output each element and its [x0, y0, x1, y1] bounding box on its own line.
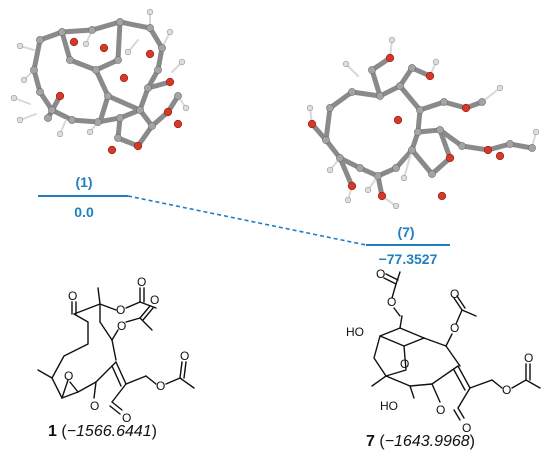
- atom-ho-bottom: HO: [380, 399, 398, 413]
- energy-level-1-value: 0.0: [74, 204, 94, 220]
- caption-1-energy: −1566.6441: [67, 423, 152, 440]
- atom-o-lactone-ring-7: O: [436, 403, 445, 417]
- caption-7-number: 7: [366, 433, 375, 450]
- structure-2d-compound-7: HO O HO O O O O O O O O: [346, 267, 541, 435]
- energy-level-1-label: (1): [75, 174, 92, 190]
- atom-o-ester-c7: O: [502, 383, 511, 397]
- atom-o-ester-top: O: [387, 295, 396, 309]
- caption-1-open: (: [57, 423, 67, 440]
- atom-o-carbonyl-a: O: [137, 275, 146, 289]
- caption-1-close: ): [152, 423, 157, 440]
- caption-1-number: 1: [48, 423, 57, 440]
- caption-compound-1: 1 (−1566.6441): [48, 423, 157, 440]
- energy-level-7-value: −77.3527: [379, 251, 438, 267]
- atom-o-carbonyl-top: O: [376, 267, 385, 281]
- atom-o-lactone-ring: O: [90, 399, 99, 413]
- energy-level-1: (1) 0.0: [38, 174, 128, 220]
- energy-connector-dashed: [127, 195, 367, 246]
- atom-o-carbonyl-c7: O: [524, 351, 533, 365]
- atom-o-ester-c: O: [156, 379, 165, 393]
- molecule-3d-model-1: [10, 8, 190, 155]
- structure-2d-compound-1: O O O O O O O O O O: [37, 275, 195, 425]
- atom-o-carbonyl-c: O: [180, 349, 189, 363]
- atom-o-ester-b: O: [117, 319, 126, 333]
- atom-o-carbonyl-b: O: [150, 293, 159, 307]
- caption-7-close: ): [470, 433, 475, 450]
- atom-o-lactone-carbonyl-7: O: [462, 421, 471, 435]
- energy-level-7: (7) −77.3527: [366, 224, 450, 267]
- atom-o-ketone: O: [68, 289, 77, 303]
- caption-7-energy: −1643.9968: [385, 433, 470, 450]
- molecule-3d-model-7: [306, 36, 540, 210]
- atom-o-epoxide: O: [64, 369, 73, 383]
- atom-o-ester-right: O: [450, 321, 459, 335]
- atom-o-carbonyl-right: O: [450, 287, 459, 301]
- caption-compound-7: 7 (−1643.9968): [366, 433, 475, 450]
- atom-o-thf: O: [400, 357, 409, 371]
- energy-level-7-label: (7): [397, 224, 414, 240]
- atom-ho-top: HO: [346, 325, 364, 339]
- atom-o-lactone-carbonyl: O: [122, 411, 131, 425]
- caption-7-open: (: [375, 433, 385, 450]
- atom-o-ester-a: O: [116, 303, 125, 317]
